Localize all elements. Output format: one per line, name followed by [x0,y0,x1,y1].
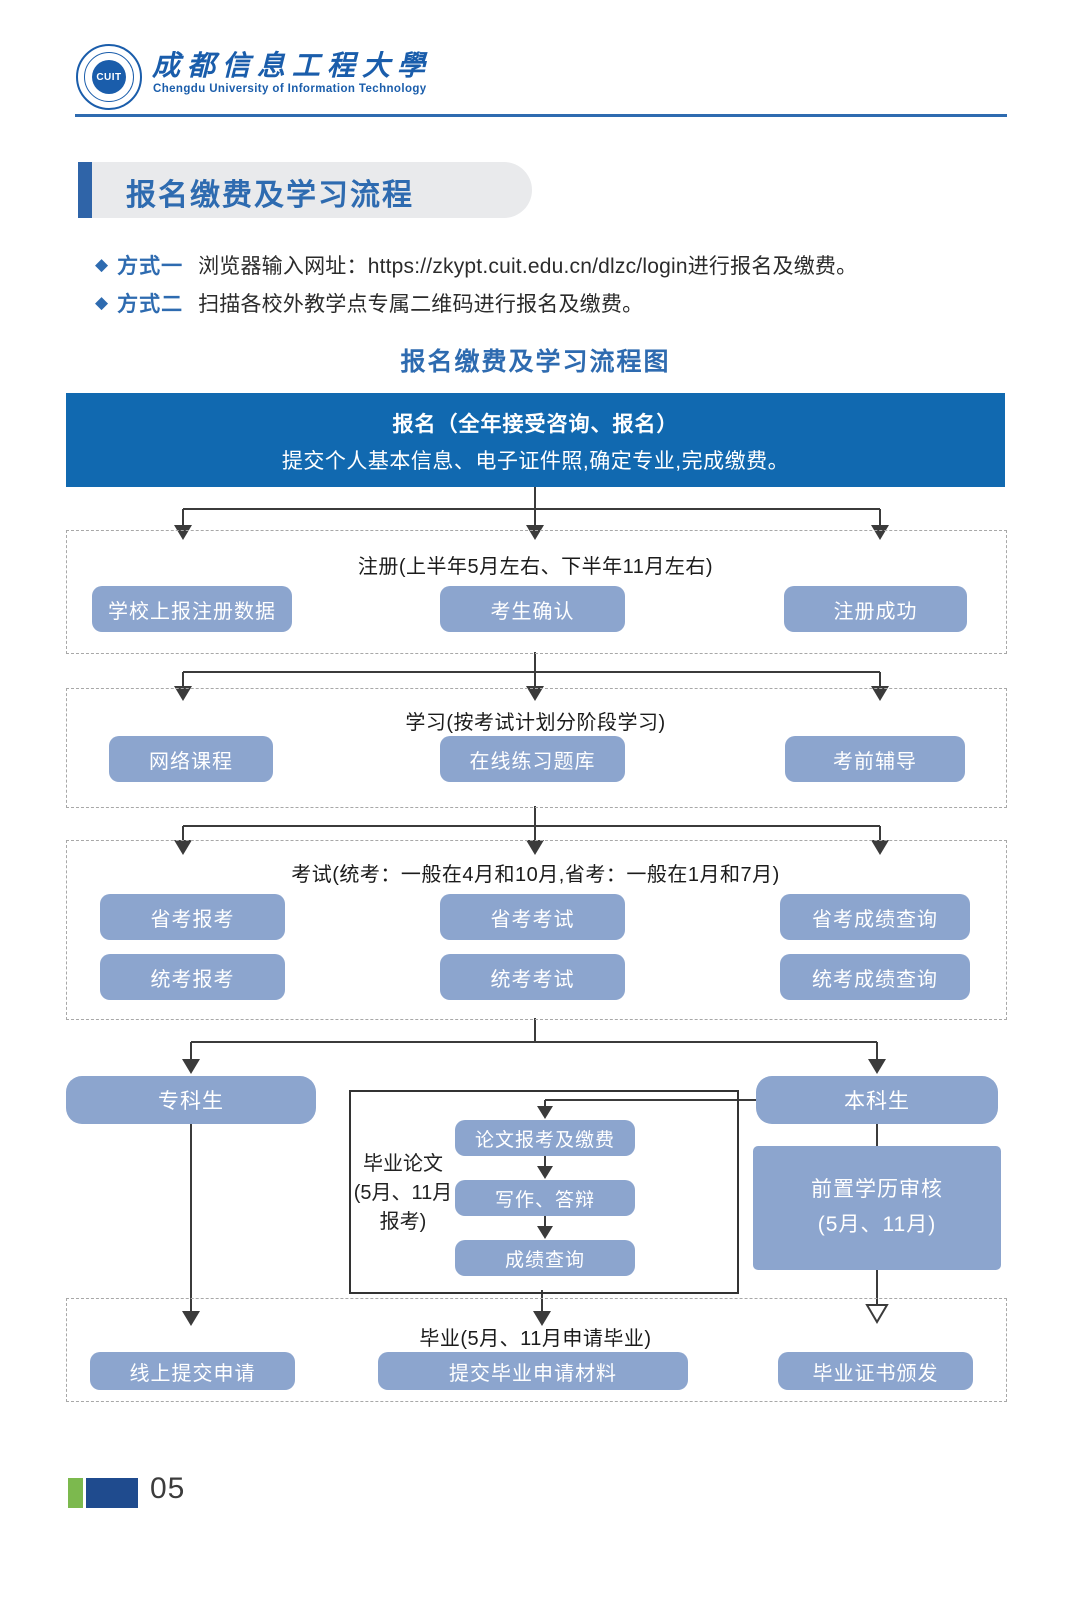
method-row-2: ◆ 方式二 扫描各校外教学点专属二维码进行报名及缴费。 [95,288,643,318]
section-exam-title: 考试(统考：一般在4月和10月,省考：一般在1月和7月) [291,864,780,886]
method-1-text: 浏览器输入网址：https://zkypt.cuit.edu.cn/dlzc/l… [198,255,858,278]
node-thesis-write-defense: 写作、答辩 [455,1180,635,1216]
logo-cuit-text: CUIT [92,60,126,94]
node-online-course: 网络课程 [109,736,273,782]
section-study-title: 学习(按考试计划分阶段学习) [405,712,666,734]
university-name-cn: 成都信息工程大學 [152,51,433,82]
page-title: 报名缴费及学习流程 [126,179,414,212]
node-thesis-apply-pay: 论文报考及缴费 [455,1120,635,1156]
node-diploma-issue: 毕业证书颁发 [778,1352,973,1390]
node-practice-bank: 在线练习题库 [440,736,625,782]
start-box-subtitle: 提交个人基本信息、电子证件照,确定专业,完成缴费。 [281,450,790,473]
node-prereq-review: 前置学历审核 (5月、11月) [753,1146,1001,1270]
flowchart-title: 报名缴费及学习流程图 [400,348,671,376]
thesis-frame [349,1090,739,1294]
thesis-label: 毕业论文 (5月、11月 报考) [353,1153,453,1233]
node-undergraduate-student: 本科生 [756,1076,998,1124]
flow-start-box: 报名（全年接受咨询、报名） 提交个人基本信息、电子证件照,确定专业,完成缴费。 [66,393,1005,487]
method-2-text: 扫描各校外教学点专属二维码进行报名及缴费。 [198,293,644,316]
node-provincial-apply: 省考报考 [100,894,285,940]
section-study [66,688,1007,808]
title-pill-background [92,162,532,218]
node-candidate-confirm: 考生确认 [440,586,625,632]
method-2-label: 方式二 [117,293,184,316]
header-divider [75,114,1007,117]
footer-navy-mark [86,1478,138,1508]
footer-green-mark [68,1478,83,1508]
university-name-en: Chengdu University of Information Techno… [153,83,427,95]
diamond-bullet-icon: ◆ [95,293,109,312]
node-school-report-data: 学校上报注册数据 [92,586,292,632]
diamond-bullet-icon: ◆ [95,255,109,274]
node-online-submit: 线上提交申请 [90,1352,295,1390]
section-register [66,530,1007,654]
start-box-title: 报名（全年接受咨询、报名） [392,413,679,436]
node-unified-apply: 统考报考 [100,954,285,1000]
node-provincial-score: 省考成绩查询 [780,894,970,940]
university-logo-icon: CUIT [76,44,142,110]
node-unified-score: 统考成绩查询 [780,954,970,1000]
signup-url[interactable]: https://zkypt.cuit.edu.cn/dlzc/login [367,255,688,278]
title-accent-bar [78,162,92,218]
section-graduation-title: 毕业(5月、11月申请毕业) [419,1328,652,1350]
method-row-1: ◆ 方式一 浏览器输入网址：https://zkypt.cuit.edu.cn/… [95,250,857,280]
section-exam [66,840,1007,1020]
node-thesis-score-query: 成绩查询 [455,1240,635,1276]
page-number: 05 [150,1472,186,1505]
node-register-success: 注册成功 [784,586,967,632]
node-unified-exam: 统考考试 [440,954,625,1000]
section-register-title: 注册(上半年5月左右、下半年11月左右) [357,556,714,578]
node-submit-materials: 提交毕业申请材料 [378,1352,688,1390]
method-1-label: 方式一 [117,255,184,278]
node-provincial-exam: 省考考试 [440,894,625,940]
node-exam-coaching: 考前辅导 [785,736,965,782]
node-associate-student: 专科生 [66,1076,316,1124]
section-graduation [66,1298,1007,1402]
